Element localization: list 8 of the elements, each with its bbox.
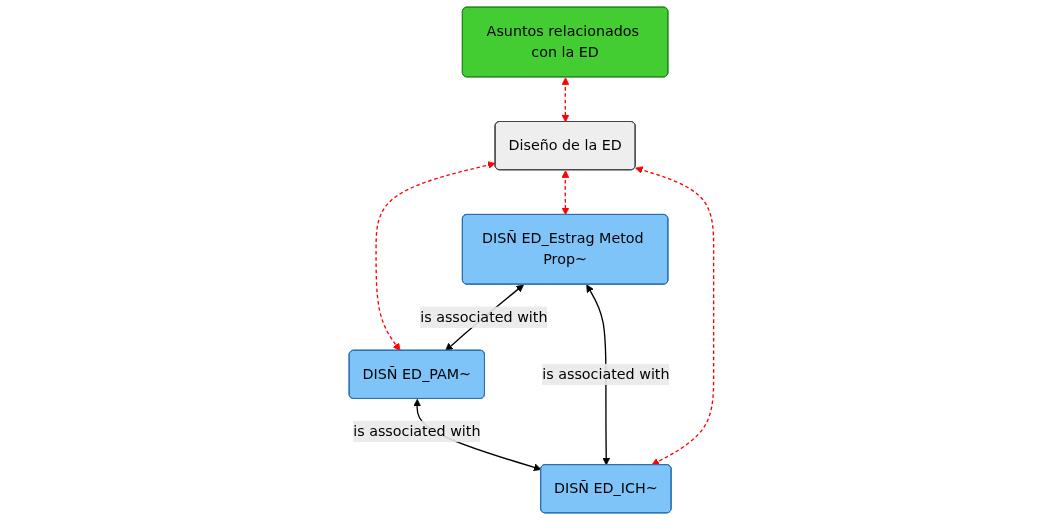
arrow [561,77,570,123]
edge-label: is associated with [353,422,481,440]
arrow [561,170,570,216]
arrow [375,161,496,352]
arrow [635,166,715,466]
arrow [586,284,611,466]
edge-label: is associated with [420,308,548,326]
edge-label: is associated with [542,365,670,383]
